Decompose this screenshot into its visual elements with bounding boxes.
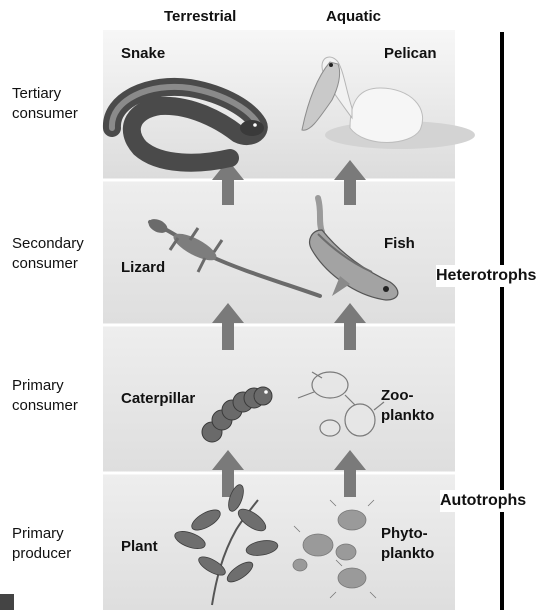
group-label-autotrophs: Autotrophs (440, 490, 526, 512)
level-label-secondary: Secondary consumer (12, 234, 84, 274)
level-tertiary-line-1: Tertiary (12, 84, 78, 104)
trophic-bracket-bar (500, 32, 504, 610)
level-secondary-line-1: Secondary (12, 234, 84, 254)
organism-label-snake: Snake (121, 44, 165, 64)
phytoplankton-line-2: plankto (381, 544, 434, 564)
organism-label-phytoplankton: Phyto- plankto (381, 524, 434, 564)
zooplankton-line-2: plankto (381, 406, 434, 426)
organism-label-fish: Fish (384, 234, 415, 254)
level-label-primary-consumer: Primary consumer (12, 376, 78, 416)
level-producer-line-1: Primary (12, 524, 71, 544)
column-header-terrestrial: Terrestrial (164, 8, 236, 25)
organism-label-caterpillar: Caterpillar (121, 389, 195, 409)
level-producer-line-2: producer (12, 544, 71, 564)
organism-label-lizard: Lizard (121, 258, 165, 278)
level-secondary-line-2: consumer (12, 254, 84, 274)
organism-label-zooplankton: Zoo- plankto (381, 386, 434, 426)
level-primary-consumer-line-1: Primary (12, 376, 78, 396)
organism-label-pelican: Pelican (384, 44, 437, 64)
zooplankton-line-1: Zoo- (381, 386, 434, 406)
organism-label-plant: Plant (121, 537, 158, 557)
level-label-producer: Primary producer (12, 524, 71, 564)
column-header-aquatic: Aquatic (326, 8, 381, 25)
group-label-heterotrophs: Heterotrophs (436, 265, 536, 287)
level-tertiary-line-2: consumer (12, 104, 78, 124)
level-primary-consumer-line-2: consumer (12, 396, 78, 416)
phytoplankton-line-1: Phyto- (381, 524, 434, 544)
level-label-tertiary: Tertiary consumer (12, 84, 78, 124)
corner-mark (0, 594, 14, 610)
